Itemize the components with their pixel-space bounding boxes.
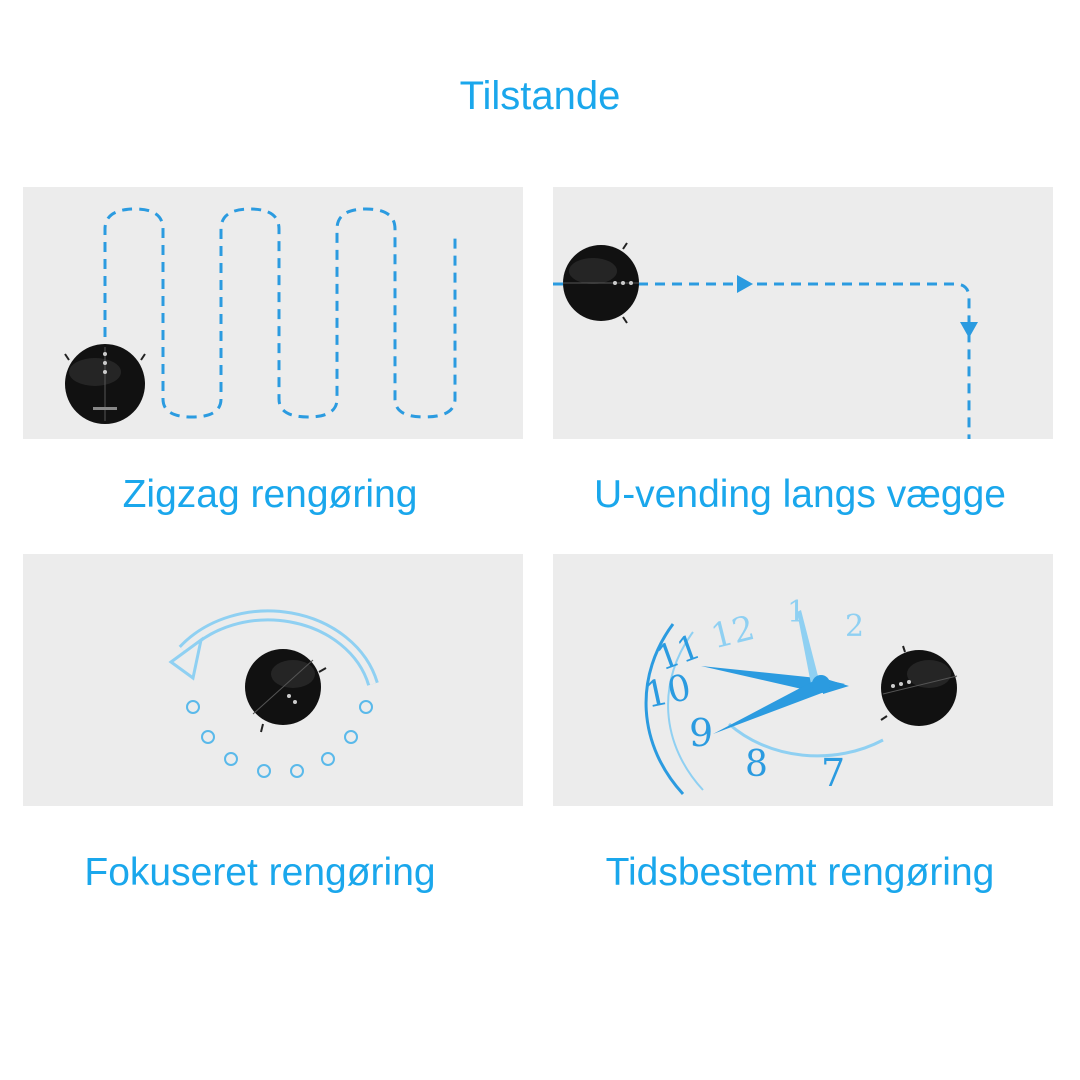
clock-number-9: 9 [689,711,713,755]
scheduled-mode-label: Tidsbestemt rengøring [605,851,995,894]
spot-circle-icon [168,609,379,778]
spot-mode-label: Fokuseret rengøring [84,851,436,894]
clock-icon: 12 1 2 11 10 9 8 7 [641,595,884,796]
zigzag-mode-label: Zigzag rengøring [122,473,418,516]
clock-number-12: 12 [707,608,759,657]
robot-vacuum-icon [64,344,146,424]
robot-vacuum-icon [880,645,958,726]
arrow-down-icon [960,322,978,338]
clock-number-2: 2 [845,609,864,644]
clock-number-10: 10 [641,667,694,717]
wall-follow-mode-label: U-vending langs vægge [594,473,1006,516]
robot-vacuum-icon [563,242,639,324]
arrow-right-icon [737,275,753,293]
clock-number-7: 7 [821,751,845,795]
clock-number-8: 8 [745,744,768,785]
spot-mode-panel [23,554,523,806]
robot-vacuum-icon [245,649,327,733]
page-title: Tilstande [459,74,621,118]
clock-second-hand [713,676,835,734]
wall-follow-mode-panel [553,187,1053,439]
wall-follow-path-icon [553,282,971,439]
scheduled-mode-panel: 12 1 2 11 10 9 8 7 [553,554,1053,806]
zigzag-path-icon [103,207,457,419]
zigzag-mode-panel [23,187,523,439]
clock-minute-hand [797,610,819,684]
